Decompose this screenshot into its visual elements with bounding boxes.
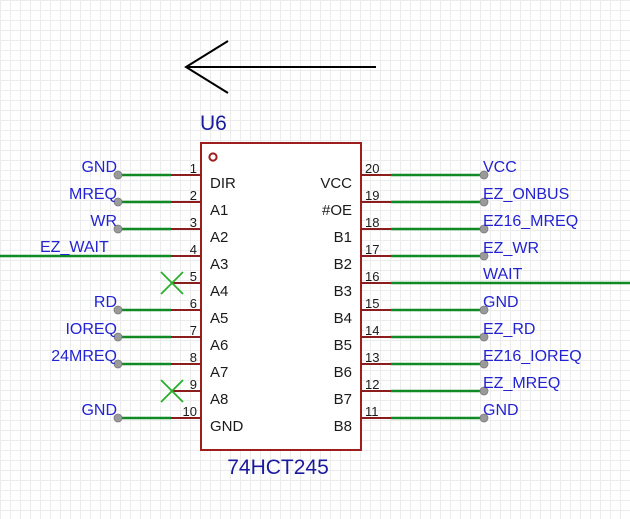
net-label: EZ16_MREQ — [483, 213, 578, 230]
pin-number: 10 — [183, 404, 197, 419]
wire-end-icon — [113, 305, 123, 315]
pin-number: 1 — [190, 161, 197, 176]
pin-number: 4 — [190, 242, 197, 257]
pin-number: 19 — [365, 188, 379, 203]
pin-number: 16 — [365, 269, 379, 284]
wire-end-icon — [113, 224, 123, 234]
pin-number: 14 — [365, 323, 379, 338]
pin-number: 6 — [190, 296, 197, 311]
component-part: 74HCT245 — [227, 456, 329, 479]
pin-number: 8 — [190, 350, 197, 365]
pin-number: 13 — [365, 350, 379, 365]
pin-name: A3 — [210, 256, 228, 273]
net-label: EZ_MREQ — [483, 375, 560, 392]
pin-name: A4 — [210, 283, 228, 300]
pin-name: VCC — [320, 175, 352, 192]
net-label: GND — [81, 159, 117, 176]
pin-number: 2 — [190, 188, 197, 203]
net-label: EZ16_IOREQ — [483, 348, 582, 365]
net-label: VCC — [483, 159, 517, 176]
net-label: GND — [483, 294, 519, 311]
pin-number: 17 — [365, 242, 379, 257]
pin-name: #OE — [322, 202, 352, 219]
component-ref: U6 — [200, 112, 227, 135]
pin-name: A8 — [210, 391, 228, 408]
direction-arrow-icon — [184, 40, 376, 94]
pin-number: 5 — [190, 269, 197, 284]
net-label: IOREQ — [65, 321, 117, 338]
wire-end-icon — [479, 170, 489, 180]
pin-number: 11 — [365, 404, 379, 419]
pin1-marker-icon — [208, 152, 218, 162]
net-label: EZ_WAIT — [40, 239, 109, 256]
pin-number: 7 — [190, 323, 197, 338]
net-label: EZ_ONBUS — [483, 186, 569, 203]
pin-name: A6 — [210, 337, 228, 354]
pin-name: B1 — [334, 229, 352, 246]
no-connect-icon — [160, 271, 184, 295]
wire-end-icon — [479, 197, 489, 207]
pin-name: A1 — [210, 202, 228, 219]
pin-name: GND — [210, 418, 244, 435]
wire-end-icon — [113, 332, 123, 342]
pin-name: A2 — [210, 229, 228, 246]
pin-number: 15 — [365, 296, 379, 311]
net-label: MREQ — [69, 186, 117, 203]
ic-body[interactable] — [200, 142, 362, 451]
pin-number: 18 — [365, 215, 379, 230]
pin-name: B4 — [334, 310, 352, 327]
wire-end-icon — [113, 359, 123, 369]
pin-name: B2 — [334, 256, 352, 273]
pin-number: 9 — [190, 377, 197, 392]
pin-name: DIR — [210, 175, 236, 192]
wire-end-icon — [479, 224, 489, 234]
net-label: WAIT — [483, 266, 523, 283]
pin-name: B5 — [334, 337, 352, 354]
pin-name: B6 — [334, 364, 352, 381]
pin-number: 3 — [190, 215, 197, 230]
wire-end-icon — [479, 251, 489, 261]
wire-end-icon — [479, 413, 489, 423]
net-label: 24MREQ — [51, 348, 117, 365]
net-label: EZ_RD — [483, 321, 535, 338]
pin-name: B8 — [334, 418, 352, 435]
net-label: GND — [483, 402, 519, 419]
pin-name: B7 — [334, 391, 352, 408]
pin-number: 12 — [365, 377, 379, 392]
wire-end-icon — [479, 305, 489, 315]
wire-end-icon — [479, 386, 489, 396]
pin-name: B3 — [334, 283, 352, 300]
wire-end-icon — [113, 170, 123, 180]
net-label: RD — [94, 294, 117, 311]
net-label: GND — [81, 402, 117, 419]
wire-end-icon — [479, 359, 489, 369]
wire-end-icon — [113, 413, 123, 423]
net-label: EZ_WR — [483, 240, 539, 257]
pin-name: A5 — [210, 310, 228, 327]
net-label: WR — [90, 213, 117, 230]
wire-end-icon — [479, 332, 489, 342]
pin-number: 20 — [365, 161, 379, 176]
no-connect-icon — [160, 379, 184, 403]
wire-end-icon — [113, 197, 123, 207]
pin-name: A7 — [210, 364, 228, 381]
